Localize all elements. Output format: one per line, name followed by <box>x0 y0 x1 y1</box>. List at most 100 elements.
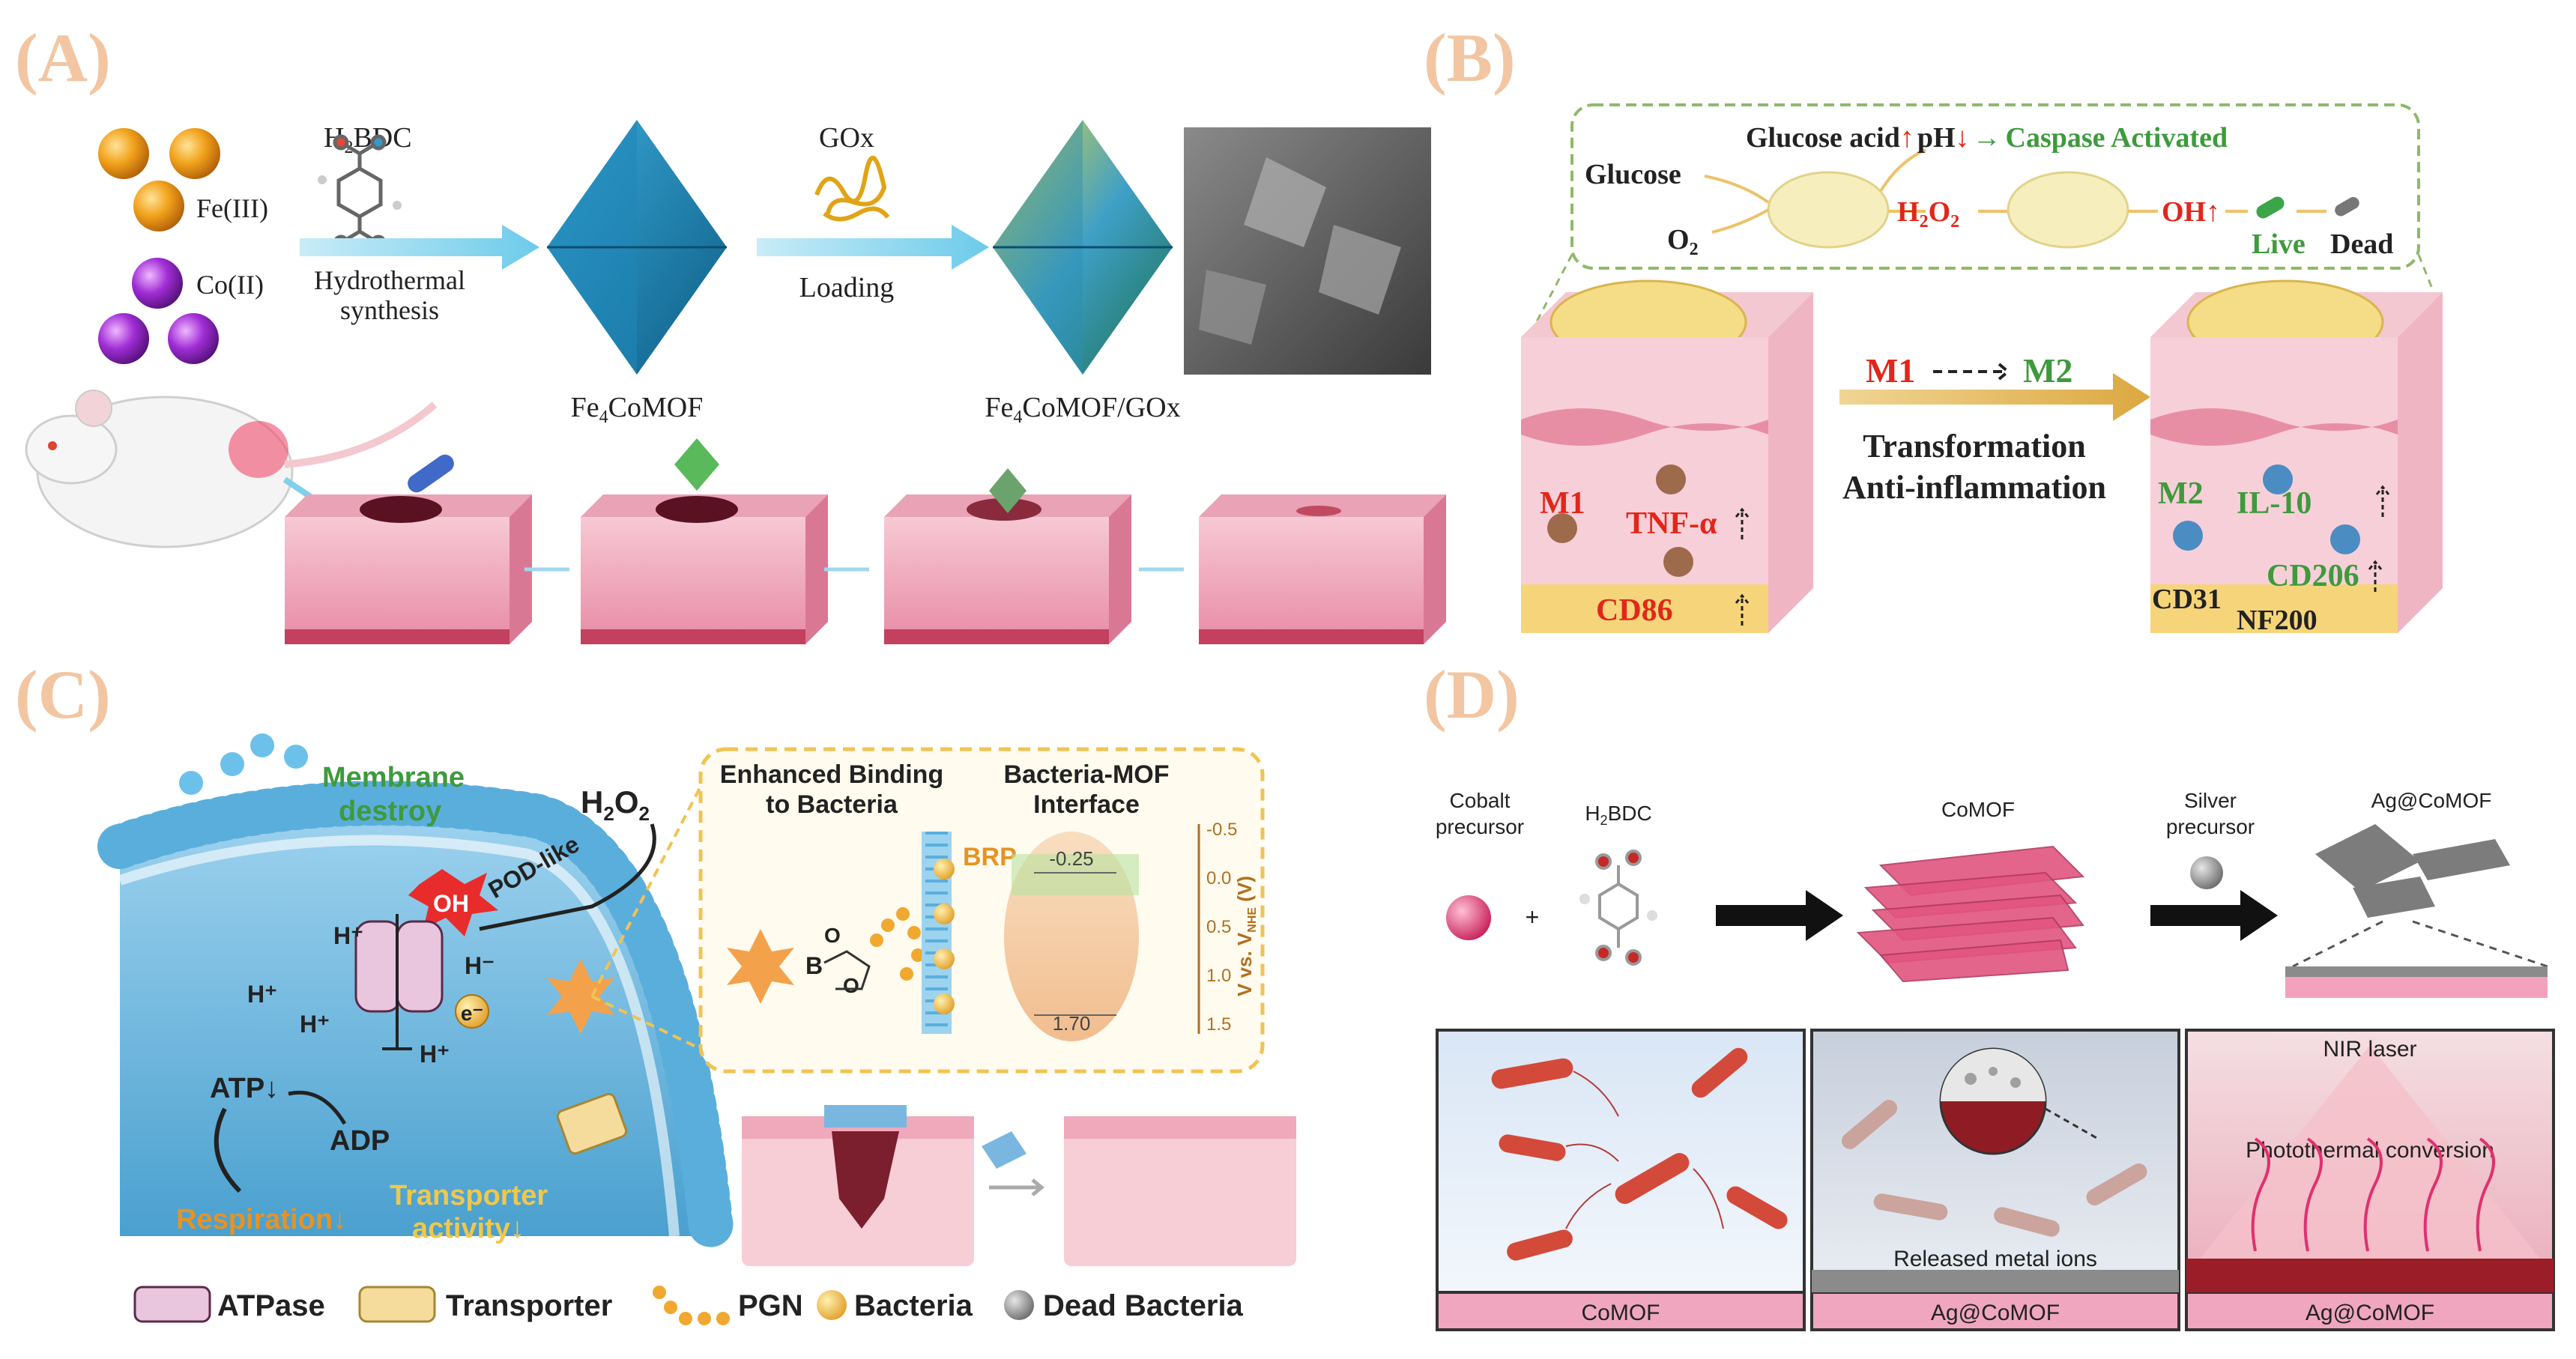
svg-text:0.0: 0.0 <box>1206 868 1231 889</box>
atp-label: ATP↓ <box>210 1073 279 1104</box>
legend-bacteria-icon <box>817 1290 847 1320</box>
loading-arrow-icon <box>757 225 989 270</box>
legend-transporter-icon <box>358 1286 436 1323</box>
fe-label: Fe(III) <box>196 193 268 223</box>
transformation-arrow-icon <box>1839 373 2150 421</box>
interface-label-2: Interface <box>1033 790 1140 819</box>
live-bacteria-icon <box>2256 196 2285 219</box>
live-label: Live <box>2252 228 2306 260</box>
binding-mof-star-icon <box>727 929 794 1004</box>
released-ions-label: Released metal ions <box>1893 1247 2097 1271</box>
d-subpanel-2: Released metal ions Ag@CoMOF <box>1810 1029 2180 1331</box>
atpase-icon <box>354 914 444 1050</box>
heat-arrows-icon <box>2251 1137 2495 1252</box>
band-low-label: -0.25 <box>1049 847 1093 870</box>
cobalt-precursor-icon <box>1446 895 1491 940</box>
glucose-acid-label: Glucose acid↑pH↓→Caspase Activated <box>1746 122 2228 154</box>
dead-bacteria-icon <box>2335 197 2359 217</box>
d-subpanel-1: CoMOF <box>1436 1029 1806 1331</box>
cd206-label: CD206 <box>2267 559 2359 593</box>
step1-line1: Hydrothermal <box>314 265 465 295</box>
brp-label: BRP <box>963 843 1017 871</box>
cobalt-label-1: Cobalt <box>1450 789 1511 812</box>
nanozyme-particle-icon <box>1767 171 1890 249</box>
c-legend: ATPase Transporter PGN Bacteria Dead Bac… <box>133 1286 1244 1325</box>
silver-label-1: Silver <box>2184 789 2237 812</box>
mof1-label: Fe4CoMOF <box>571 392 704 427</box>
wound-tissue-right-icon <box>2150 279 2443 633</box>
svg-text:0.5: 0.5 <box>1206 917 1231 937</box>
binding-label-1: Enhanced Binding <box>720 760 943 789</box>
legend-pgn-icon <box>653 1286 730 1325</box>
m1-label: M1 <box>1540 486 1585 521</box>
electron-label: e⁻ <box>461 1002 483 1025</box>
comof-sheets-icon <box>1856 845 2085 983</box>
svg-text:-0.5: -0.5 <box>1206 820 1237 840</box>
respiration-label: Respiration↓ <box>176 1204 347 1235</box>
boron-label: B <box>805 952 823 979</box>
d-h2bdc-molecule-icon <box>1579 850 1657 966</box>
nir-laser-label: NIR laser <box>2323 1037 2416 1062</box>
subpanel-2-label: Ag@CoMOF <box>1931 1301 2060 1325</box>
bacteria-wall-icon <box>922 832 955 1034</box>
agcomof-sheets-icon <box>2315 824 2510 918</box>
d-arrow-1-icon <box>1716 890 1843 941</box>
h-plus-4: H⁺ <box>420 1041 450 1068</box>
h-minus: H⁻ <box>465 952 495 979</box>
dead-label: Dead <box>2330 228 2393 260</box>
panel-b-label: (B) <box>1424 19 1516 96</box>
silver-label-2: precursor <box>2166 815 2255 838</box>
subpanel-1-label: CoMOF <box>1582 1301 1660 1325</box>
binding-label-2: to Bacteria <box>766 790 898 819</box>
transporter-label-2: activity↓ <box>412 1213 524 1244</box>
mof-gox-octahedron-icon <box>993 120 1173 375</box>
step2-label: Loading <box>799 272 895 303</box>
panel-c-label: (C) <box>15 656 111 733</box>
adp-label: ADP <box>330 1125 390 1157</box>
reaction-dashed-box <box>1570 103 2420 270</box>
transporter-label-1: Transporter <box>390 1180 548 1211</box>
mof-star-icon <box>547 959 614 1034</box>
fe-sphere-icon <box>98 128 220 231</box>
panel-a: (A) Fe(III) Co(II) H2BDC Hydrothermal sy… <box>15 19 1446 644</box>
d-subpanel-3: NIR laser Photothermal conversion Ag@CoM… <box>2185 1029 2555 1331</box>
panel-b: (B) Glucose O2 Glucose acid↑pH↓→Caspase … <box>1424 19 2444 636</box>
pod-arrow-icon <box>479 823 656 931</box>
o2-label: O2 <box>1667 224 1699 259</box>
tnf-label: TNF-α <box>1626 506 1717 541</box>
skin-patch-icon <box>742 1105 1296 1266</box>
step1-line2: synthesis <box>340 295 439 325</box>
legend-bacteria-label: Bacteria <box>854 1289 973 1322</box>
h-plus-2: H⁺ <box>247 981 277 1008</box>
agcomof-top-label: Ag@CoMOF <box>2371 789 2492 812</box>
legend-pgn-label: PGN <box>738 1289 803 1322</box>
m1-top-label: M1 <box>1866 351 1915 390</box>
c-h2o2-label: H2O2 <box>581 784 650 825</box>
gox-enzyme-icon <box>814 156 890 222</box>
membrane-label-1: Membrane <box>322 762 465 793</box>
skin-block-icon <box>285 438 1446 644</box>
panel-c: (C) Membrane destroy H2O2 OH POD-like H⁺… <box>15 656 1296 1325</box>
panel-a-label: (A) <box>15 19 111 96</box>
legend-dead-bacteria-icon <box>1004 1290 1034 1320</box>
subpanel-3-label: Ag@CoMOF <box>2306 1301 2434 1325</box>
transporter-icon <box>556 1092 628 1155</box>
agcomof-film-icon <box>2285 966 2548 977</box>
potential-ticks: -0.5 0.0 0.5 1.0 1.5 <box>1206 820 1237 1035</box>
potential-axis-label: V vs. VNHE (V) <box>1233 876 1259 996</box>
co-label: Co(II) <box>196 270 264 300</box>
m2-label: M2 <box>2158 476 2204 511</box>
legend-atpase-icon <box>133 1286 211 1323</box>
pgn-chain-icon <box>870 907 925 981</box>
nanozyme-particle-2-icon <box>2007 171 2129 249</box>
m2-top-label: M2 <box>2023 351 2072 390</box>
silver-precursor-icon <box>2190 856 2223 889</box>
oxygen-label-1: O <box>824 924 841 947</box>
anti-inflammation-label: Anti-inflammation <box>1842 469 2106 506</box>
interface-label-1: Bacteria-MOF <box>1003 760 1169 789</box>
nf200-label: NF200 <box>2237 605 2318 636</box>
mof-octahedron-icon <box>547 120 727 375</box>
plus-sign: + <box>1526 904 1540 930</box>
